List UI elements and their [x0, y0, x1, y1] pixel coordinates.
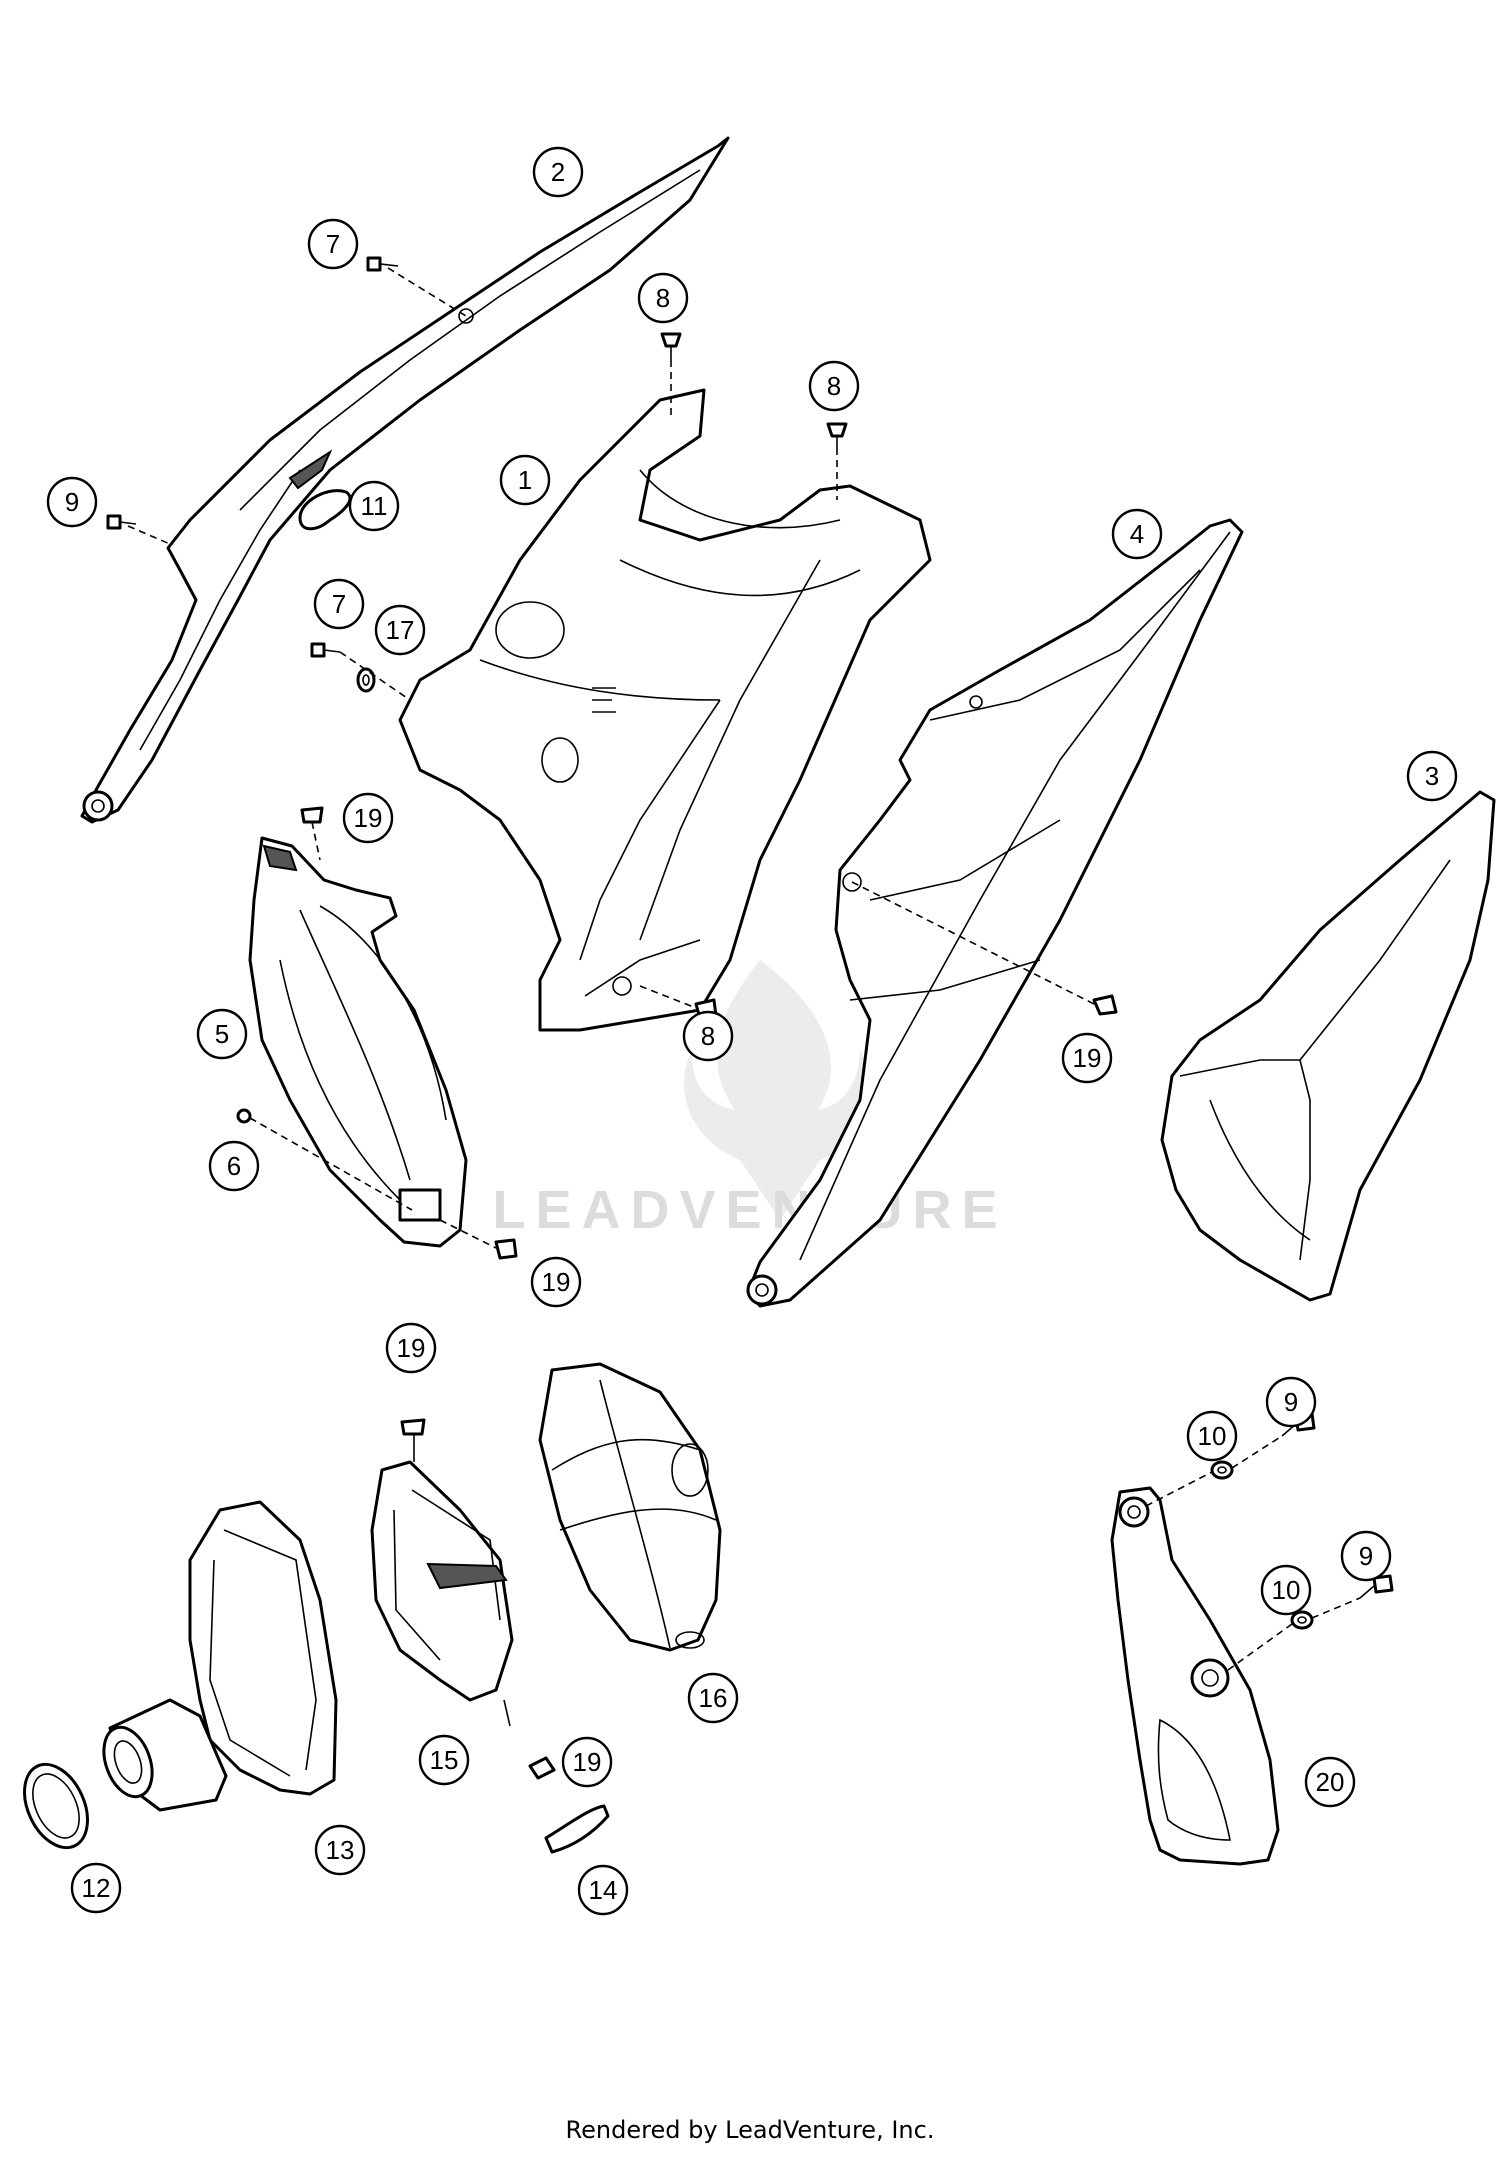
- part-20-bracket: [1110, 1486, 1280, 1866]
- svg-text:19: 19: [542, 1267, 571, 1297]
- bolt-7-upper: [366, 256, 399, 272]
- svg-text:13: 13: [326, 1835, 355, 1865]
- callout-19-upper-left: 19: [342, 792, 394, 844]
- nut-19-right: [1092, 994, 1118, 1016]
- svg-text:4: 4: [1130, 519, 1144, 549]
- callout-1: 1: [499, 454, 551, 506]
- nut-19-lower-left: [494, 1238, 518, 1260]
- fasteners: [106, 256, 1394, 1780]
- nut-19-mid: [400, 1418, 426, 1436]
- part-3-number-plate: [1160, 790, 1496, 1302]
- callout-19-mid: 19: [385, 1322, 437, 1374]
- callout-9-upper-right: 9: [1265, 1376, 1317, 1428]
- callout-10-upper: 10: [1186, 1410, 1238, 1462]
- svg-text:14: 14: [589, 1875, 618, 1905]
- callout-19-right: 19: [1061, 1032, 1113, 1084]
- nut-19-bottom: [528, 1756, 556, 1780]
- part-12-hose-clamp: [23, 1762, 89, 1850]
- svg-text:19: 19: [354, 803, 383, 833]
- callout-20: 20: [1304, 1756, 1356, 1808]
- render-credit: Rendered by LeadVenture, Inc.: [565, 2116, 935, 2144]
- svg-text:16: 16: [699, 1683, 728, 1713]
- callout-11: 11: [348, 480, 400, 532]
- callout-13: 13: [314, 1824, 366, 1876]
- svg-text:11: 11: [361, 491, 388, 521]
- svg-text:1: 1: [518, 465, 532, 495]
- svg-text:15: 15: [430, 1745, 459, 1775]
- callout-7-mid: 7: [313, 578, 365, 630]
- svg-text:10: 10: [1272, 1575, 1301, 1605]
- callout-5: 5: [196, 1008, 248, 1060]
- svg-text:19: 19: [573, 1747, 602, 1777]
- svg-text:19: 19: [1073, 1043, 1102, 1073]
- svg-text:6: 6: [227, 1151, 241, 1181]
- washer-17: [356, 667, 376, 693]
- callout-14: 14: [577, 1864, 629, 1916]
- callout-4: 4: [1111, 508, 1163, 560]
- callout-19-bottom: 19: [561, 1736, 613, 1788]
- part-15-filter-support: [370, 1434, 514, 1727]
- callout-2: 2: [532, 146, 584, 198]
- svg-text:12: 12: [82, 1873, 111, 1903]
- callout-8-top: 8: [637, 272, 689, 324]
- part-5-filter-housing: [248, 836, 468, 1248]
- svg-text:19: 19: [397, 1333, 426, 1363]
- svg-text:8: 8: [827, 371, 841, 401]
- callout-6: 6: [208, 1140, 260, 1192]
- part-13-filter-cage: [102, 1500, 338, 1812]
- callout-19-lower-left: 19: [530, 1256, 582, 1308]
- callout-9-upper: 9: [46, 476, 98, 528]
- callout-8-lower: 8: [682, 1010, 734, 1062]
- bolt-8-right: [826, 422, 848, 448]
- part-16-air-filter: [538, 1362, 722, 1652]
- callout-8-right: 8: [808, 360, 860, 412]
- callout-7-upper: 7: [307, 218, 359, 270]
- svg-text:8: 8: [656, 283, 670, 313]
- callout-9-lower-right: 9: [1340, 1530, 1392, 1582]
- svg-text:5: 5: [215, 1019, 229, 1049]
- callout-10-lower: 10: [1260, 1564, 1312, 1616]
- watermark-text: LEADVENTURE: [492, 1180, 1007, 1240]
- part-4-side-panel: [746, 518, 1244, 1308]
- part-14-bracket: [544, 1804, 610, 1854]
- callout-12: 12: [70, 1862, 122, 1914]
- bolt-7-mid: [310, 642, 341, 658]
- callout-16: 16: [687, 1672, 739, 1724]
- svg-text:9: 9: [1359, 1541, 1373, 1571]
- washer-10-upper: [1210, 1460, 1234, 1480]
- svg-text:9: 9: [1284, 1387, 1298, 1417]
- svg-text:2: 2: [551, 157, 565, 187]
- nut-19-upper-left: [300, 806, 324, 824]
- callout-17: 17: [374, 604, 426, 656]
- bolt-8-top: [660, 332, 682, 360]
- bolt-9-lower-right: [1359, 1574, 1394, 1599]
- svg-text:7: 7: [326, 229, 340, 259]
- svg-text:3: 3: [1425, 761, 1439, 791]
- svg-text:20: 20: [1316, 1767, 1345, 1797]
- svg-text:8: 8: [701, 1021, 715, 1051]
- bolt-9-upper: [106, 514, 137, 530]
- assembly-leader-lines: [127, 267, 1361, 1671]
- part-2-side-trim: [80, 136, 730, 824]
- callout-15: 15: [418, 1734, 470, 1786]
- svg-text:7: 7: [332, 589, 346, 619]
- screw-6: [236, 1108, 252, 1124]
- part-11-clip: [298, 489, 352, 531]
- washer-10-lower: [1290, 1610, 1314, 1630]
- svg-text:10: 10: [1198, 1421, 1227, 1451]
- svg-text:9: 9: [65, 487, 79, 517]
- svg-text:17: 17: [386, 615, 415, 645]
- callout-3: 3: [1406, 750, 1458, 802]
